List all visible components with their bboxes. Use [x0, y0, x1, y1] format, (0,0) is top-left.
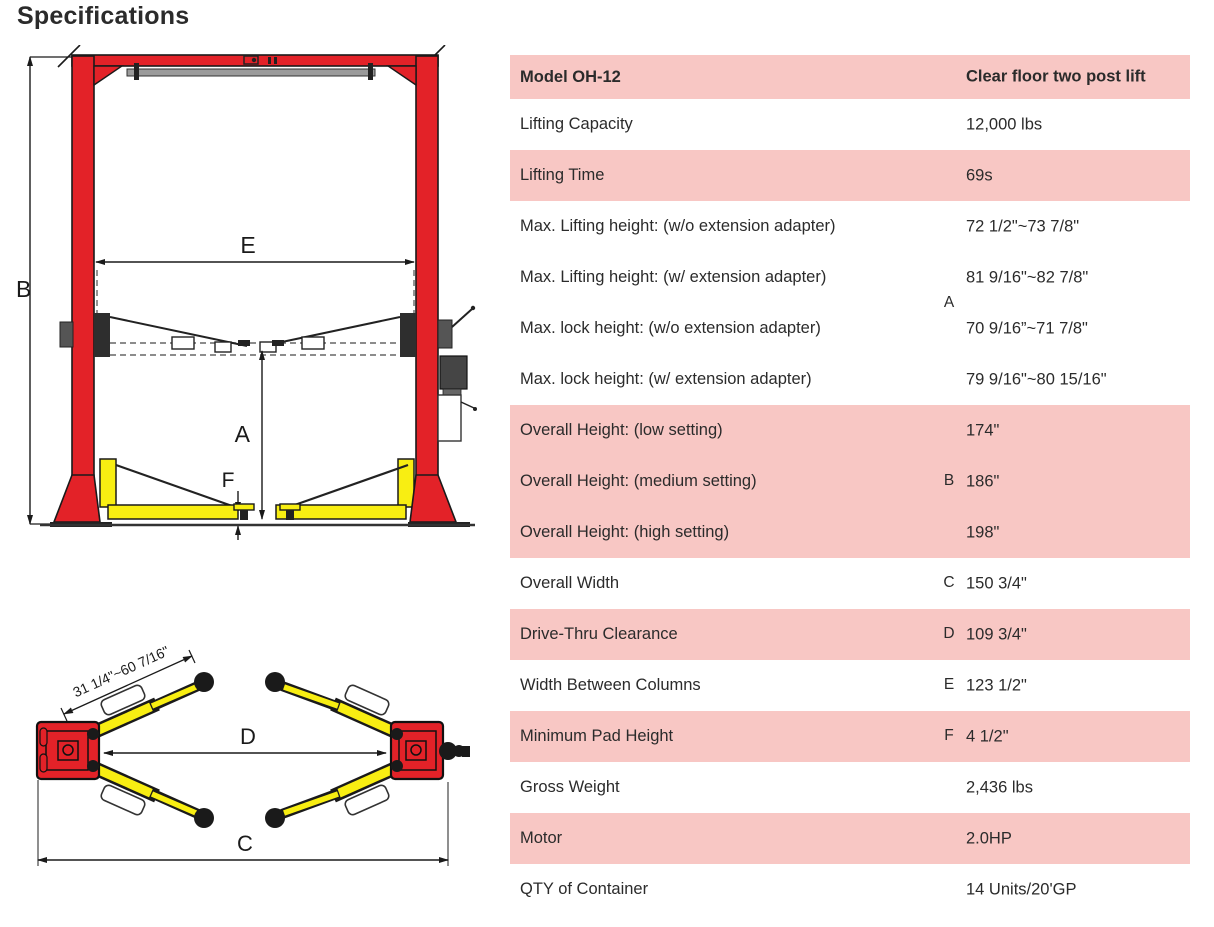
page-title: Specifications [17, 2, 190, 30]
spec-row: Gross Weight 2,436 lbs [510, 762, 1190, 813]
overhead-safety-bar [126, 68, 376, 77]
spec-table-header: Model OH-12 Clear floor two post lift [510, 55, 1190, 99]
model-name: Model OH-12 [520, 67, 621, 86]
spec-row: Width Between Columns 123 1/2" [510, 660, 1190, 711]
left-post-base [35, 720, 101, 781]
arm-pad [265, 672, 285, 692]
lift-front-view-diagram: B E A F [16, 45, 477, 540]
right-post-base [389, 720, 470, 781]
spec-row: Max. lock height: (w/o extension adapter… [510, 303, 1190, 354]
spec-row: Overall Width 150 3/4" [510, 558, 1190, 609]
left-column [71, 55, 95, 526]
arm-pad [265, 808, 285, 828]
spec-row: QTY of Container 14 Units/20'GP [510, 864, 1190, 915]
dimension-label-b: B [16, 276, 31, 302]
dim-letter-c: C [943, 574, 955, 591]
spec-row: Lifting Capacity 12,000 lbs [510, 99, 1190, 150]
dim-letter-b: B [943, 472, 955, 489]
dimension-label-d: D [240, 724, 256, 749]
spec-row: Overall Height: (low setting) 174" [510, 405, 1190, 456]
dim-letter-f: F [944, 727, 954, 744]
left-arm-lowered [107, 504, 239, 520]
motor-unit [439, 355, 468, 390]
dimension-label-a: A [235, 421, 251, 447]
spec-row: Motor 2.0HP [510, 813, 1190, 864]
arm-pad [194, 672, 214, 692]
dimension-label-e: E [240, 232, 255, 258]
spec-row: Max. Lifting height: (w/o extension adap… [510, 201, 1190, 252]
spec-row: Overall Height: (high setting) 198" [510, 507, 1190, 558]
spec-table: Model OH-12 Clear floor two post lift Li… [510, 55, 1190, 915]
hydraulic-tank [437, 394, 462, 442]
spec-row: Minimum Pad Height 4 1/2" [510, 711, 1190, 762]
dimension-label-c: C [237, 831, 253, 856]
lift-top-view-diagram: D C 31 1/4"~60 7/16" [35, 643, 470, 866]
spec-row: Drive-Thru Clearance 109 3/4" [510, 609, 1190, 660]
lock-release-box [437, 319, 453, 349]
spec-row: Max. Lifting height: (w/ extension adapt… [510, 252, 1190, 303]
dimension-label-f: F [222, 469, 235, 492]
spec-row: Lifting Time 69s [510, 150, 1190, 201]
arm-pad [194, 808, 214, 828]
spec-row: Max. lock height: (w/ extension adapter)… [510, 354, 1190, 405]
dim-letter-a: A [943, 294, 955, 311]
dim-letter-e: E [943, 676, 955, 693]
spec-row: Overall Height: (medium setting) 186" [510, 456, 1190, 507]
right-column [415, 55, 439, 526]
dim-letter-d: D [943, 625, 955, 642]
right-arm-lowered [275, 504, 407, 520]
lift-type: Clear floor two post lift [966, 67, 1146, 86]
